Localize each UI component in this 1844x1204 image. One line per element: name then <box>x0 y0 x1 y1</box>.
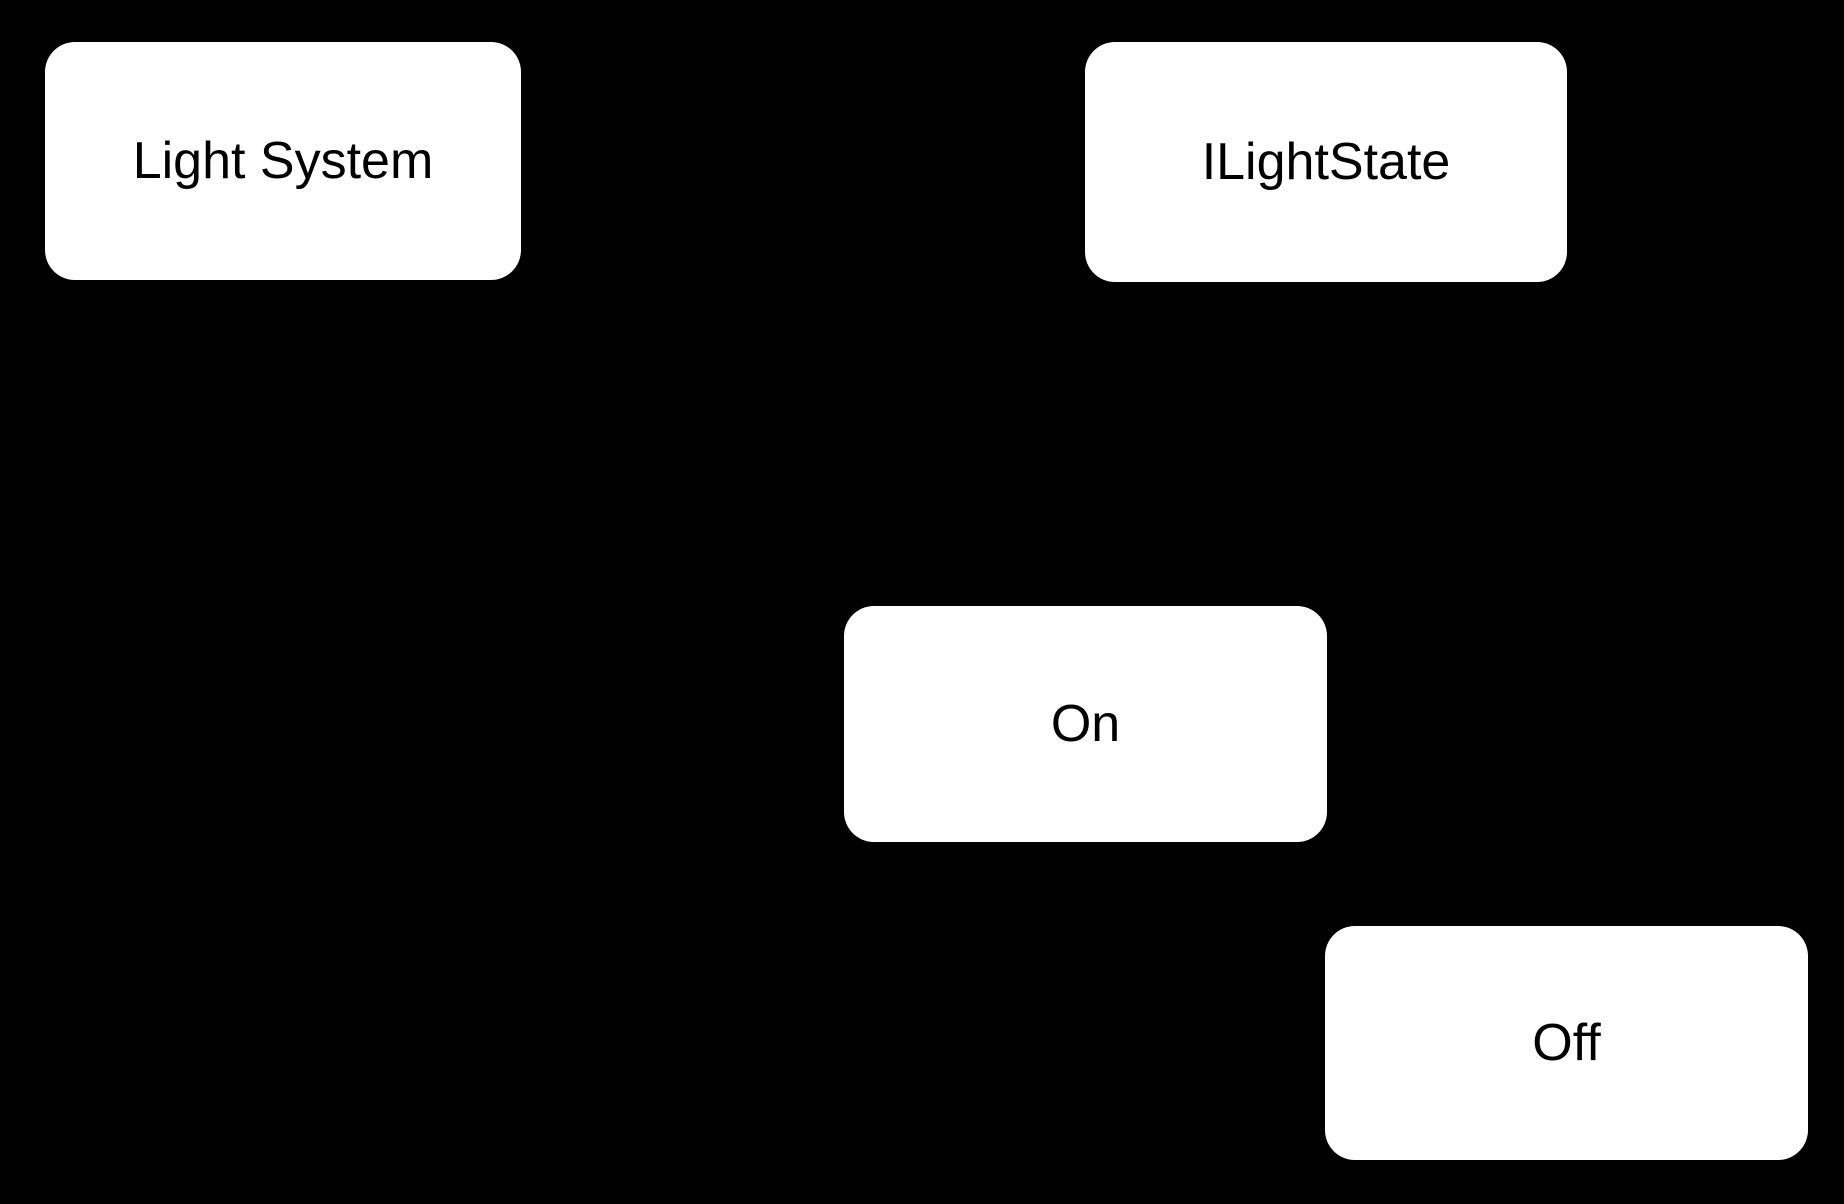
node-off-label: Off <box>1532 1014 1601 1072</box>
node-ilightstate[interactable]: ILightState <box>1085 42 1567 282</box>
node-light-system[interactable]: Light System <box>45 42 521 280</box>
node-on-label: On <box>1050 695 1121 753</box>
node-ilightstate-label: ILightState <box>1201 133 1451 191</box>
node-light-system-label: Light System <box>132 132 434 190</box>
node-off[interactable]: Off <box>1325 926 1808 1160</box>
node-on[interactable]: On <box>844 606 1327 842</box>
